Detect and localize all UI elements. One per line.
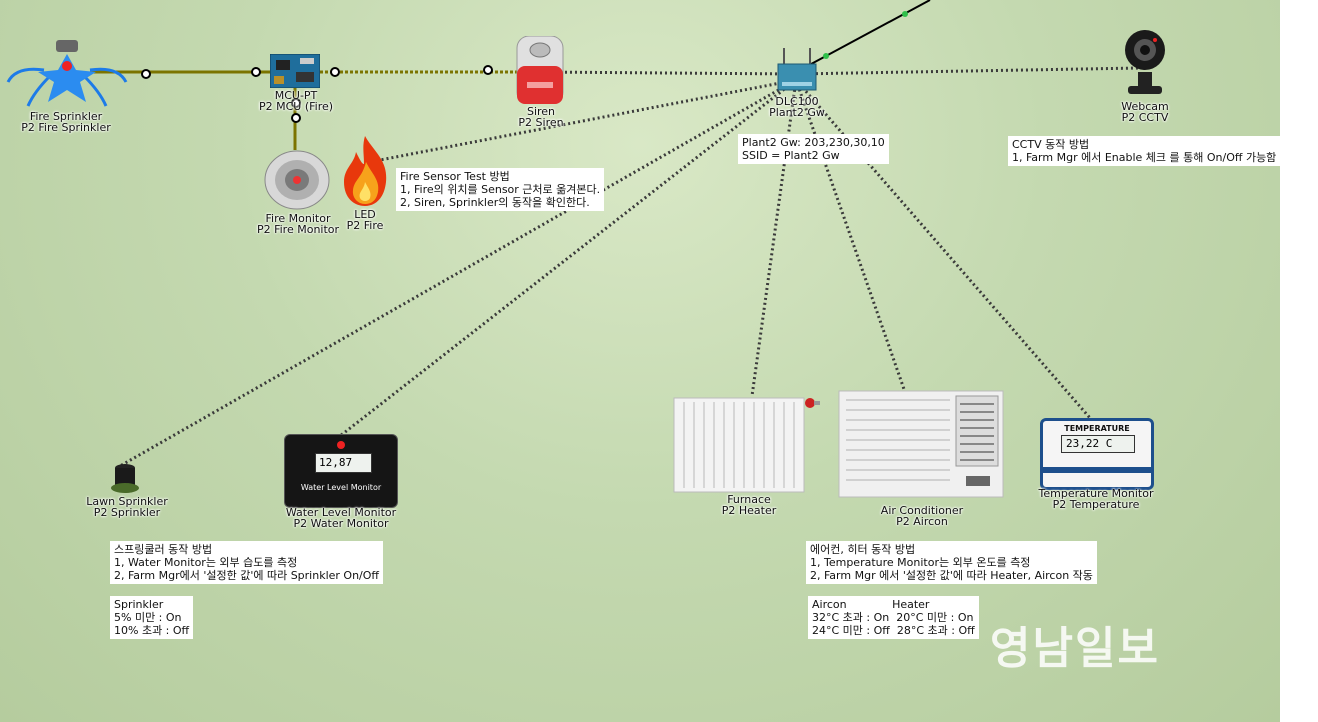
lawn-sprinkler-icon[interactable] [110,462,140,494]
temperature-display: 23,22 C [1061,435,1135,453]
fire-sprinkler-label: Fire Sprinkler P2 Fire Sprinkler [21,111,111,133]
note-line: SSID = Plant2 Gw [742,149,840,162]
siren-icon[interactable] [515,36,565,104]
device-name: Fire Monitor [265,212,331,225]
device-subname: P2 Temperature [1052,498,1140,511]
link-gw-water-monitor [339,78,797,438]
note-line: 24°C 미만 : Off 28°C 초과 : Off [812,624,975,637]
device-subname: P2 Fire Sprinkler [21,121,111,134]
network-canvas: Fire Sprinkler P2 Fire Sprinkler MCU-PT … [0,0,1280,722]
device-subname: P2 Fire [346,219,384,232]
device-name: Furnace [727,493,771,506]
device-name: Webcam [1121,100,1169,113]
device-name: Air Conditioner [880,504,964,517]
note-line: Sprinkler [114,598,164,611]
smoke-detector-icon[interactable] [264,150,330,210]
device-subname: P2 Water Monitor [293,517,389,530]
note-line: 에어컨, 히터 동작 방법 [810,543,916,556]
note-line: 1, Temperature Monitor는 외부 온도를 측정 [810,556,1031,569]
connection-lines [90,0,1141,468]
water-level-monitor-device[interactable]: 12,87 Water Level Monitor [284,434,398,508]
mcu-label: MCU-PT P2 MCU (Fire) [259,90,333,112]
water-level-display: 12,87 [315,453,372,473]
mcu-board-icon[interactable] [270,54,320,88]
link-siren-gw [539,70,797,76]
note-line: 2, Farm Mgr에서 '설정한 값'에 따라 Sprinkler On/O… [114,569,380,582]
fire-monitor-label: Fire Monitor P2 Fire Monitor [257,213,339,235]
link-gw-aircon [794,79,907,393]
note-line: Plant2 Gw: 203,230,30,10 [742,136,885,149]
water-monitor-label: Water Level Monitor P2 Water Monitor [286,507,396,529]
device-name: Temperature Monitor [1038,487,1154,500]
radiator-icon[interactable] [672,396,822,494]
device-name: DLC100 [775,95,819,108]
lawn-sprinkler-label: Lawn Sprinkler P2 Sprinkler [86,496,168,518]
link-gw-fire-monitor [379,78,797,162]
device-subname: P2 Sprinkler [93,506,161,519]
siren-label: Siren P2 Siren [518,106,563,128]
device-subname: P2 Heater [721,504,777,517]
fire-sprinkler-icon[interactable] [4,36,130,110]
router-icon[interactable] [776,46,818,94]
device-name: Lawn Sprinkler [86,495,168,508]
link-gw-temp [794,79,1092,419]
device-subname: P2 Fire Monitor [256,223,340,236]
link-gw-furnace [750,79,798,397]
link-gw-upstream [799,0,931,71]
note-line: 1, Fire의 위치를 Sensor 근처로 옮겨본다. [400,183,601,196]
device-subname: P2 MCU (Fire) [258,100,334,113]
device-name: Water Level Monitor [285,506,397,519]
note-line: 2, Siren, Sprinkler의 동작을 확인한다. [400,196,590,209]
status-led [337,441,345,449]
note-line: 1, Farm Mgr 에서 Enable 체크 를 통해 On/Off 가능함 [1012,151,1277,164]
air-conditioner-icon[interactable] [838,390,1004,498]
note-line: Fire Sensor Test 방법 [400,170,510,183]
link-gw-webcam [795,66,1141,76]
note-line: 10% 초과 : Off [114,624,190,637]
wireless-links [119,66,1141,468]
led-label: LED P2 Fire [347,209,384,231]
webcam-label: Webcam P2 CCTV [1121,101,1169,123]
note-line: 2, Farm Mgr 에서 '설정한 값'에 따라 Heater, Airco… [810,569,1093,582]
device-subname: P2 Siren [518,116,564,129]
device-name: LED [354,208,376,221]
note-line: Aircon Heater [812,598,930,611]
water-level-caption: Water Level Monitor [300,483,382,492]
note-line: 스프링쿨러 동작 방법 [114,543,213,556]
temperature-header: TEMPERATURE [1064,424,1130,433]
device-name: Fire Sprinkler [29,110,103,123]
furnace-label: Furnace P2 Heater [722,494,777,516]
webcam-icon[interactable] [1124,28,1166,100]
note-line: 5% 미만 : On [114,611,182,624]
note-line: 1, Water Monitor는 외부 습도를 측정 [114,556,298,569]
aircon-label: Air Conditioner P2 Aircon [881,505,963,527]
newspaper-watermark: 영남일보 [990,623,1160,674]
device-name: MCU-PT [274,89,318,102]
device-subname: P2 CCTV [1121,111,1169,124]
temperature-monitor-label: Temperature Monitor P2 Temperature [1039,488,1154,510]
device-subname: P2 Aircon [896,515,948,528]
device-subname: Plant2 Gw [769,106,825,119]
device-name: Siren [526,105,556,118]
temperature-stripe [1043,467,1151,473]
wired-ends [141,65,493,123]
temperature-monitor-device[interactable]: TEMPERATURE 23,22 C [1040,418,1154,490]
note-line: 32°C 초과 : On 20°C 미만 : On [812,611,974,624]
note-line: CCTV 동작 방법 [1012,138,1090,151]
gateway-label: DLC100 Plant2 Gw [769,96,825,118]
fire-icon[interactable] [340,134,390,208]
